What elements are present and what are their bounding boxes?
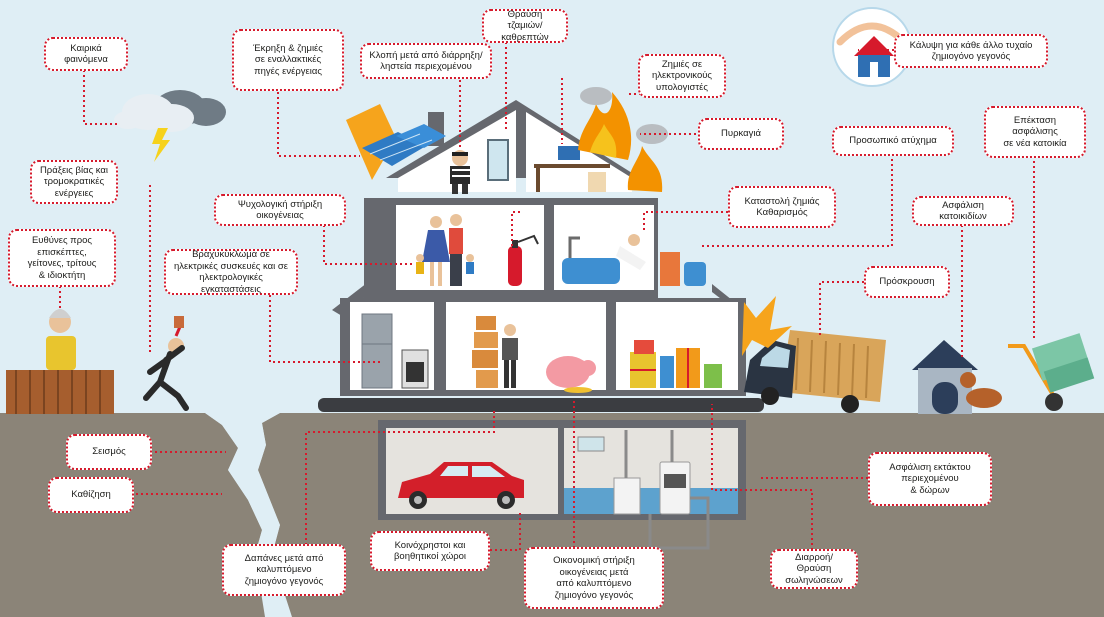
bathroom: [562, 234, 706, 286]
label-glass-breakage: Θραύση τζαμιών/ καθρεπτών: [482, 9, 568, 43]
running-man: [143, 316, 189, 411]
label-earthquake: Σεισμός: [66, 434, 152, 470]
piggy-bank: [546, 356, 596, 393]
label-expenses: Δαπάνες μετά από καλυπτόμενο ζημιογόνο γ…: [222, 544, 346, 596]
red-car: [398, 462, 524, 509]
storm-cloud: [114, 90, 226, 162]
dog-house: [912, 340, 1002, 414]
label-liability: Ευθύνες προς επισκέπτες, γείτονες, τρίτο…: [8, 229, 116, 287]
label-valuables: Ασφάλιση εκτάκτου περιεχομένου & δώρων: [868, 452, 992, 506]
label-damage-cleanup: Καταστολή ζημιάς Καθαρισμός: [728, 186, 836, 228]
label-theft: Κλοπή μετά από διάρρηξη/ ληστεία περιεχο…: [360, 43, 492, 79]
hand-truck: [1008, 333, 1095, 411]
gifts: [630, 340, 722, 388]
boxes: [472, 316, 518, 388]
family: [416, 214, 474, 286]
fire-extinguisher: [508, 234, 539, 286]
thief: [450, 150, 472, 194]
fire-flames: [578, 87, 668, 192]
label-computer-damage: Ζημιές σε ηλεκτρονικούς υπολογιστές: [638, 54, 726, 98]
connectors: [59, 42, 1035, 551]
solar-panel: [346, 104, 446, 180]
label-short-circuit: Βραχυκύκλωμα σε ηλεκτρικές συσκευές και …: [164, 249, 298, 295]
truck: [742, 296, 886, 413]
label-subsidence: Καθίζηση: [48, 477, 134, 513]
computer-desk: [534, 146, 610, 192]
label-other-cover: Κάλυψη για κάθε άλλο τυχαίο ζημιογόνο γε…: [894, 34, 1048, 68]
label-common-areas: Κοινόχρηστοι και βοηθητικοί χώροι: [370, 531, 490, 571]
label-financial-support: Οικονομική στήριξη οικογένειας μετά από …: [524, 547, 664, 609]
label-alt-energy-explosion: Έκρηξη & ζημιές σε εναλλακτικές πηγές εν…: [232, 29, 344, 91]
label-collision: Πρόσκρουση: [864, 266, 950, 298]
label-psych-support: Ψυχολογική στήριξη οικογένειας: [214, 194, 346, 226]
label-new-home: Επέκταση ασφάλισης σε νέα κατοικία: [984, 106, 1086, 158]
label-fire: Πυρκαγιά: [698, 118, 784, 150]
label-pipe-leak: Διαρροή/ Θραύση σωληνώσεων: [770, 549, 858, 589]
label-pet-insurance: Ασφάλιση κατοικιδίων: [912, 196, 1014, 226]
boiler: [613, 430, 710, 550]
fence: [6, 309, 114, 414]
basement: [378, 420, 746, 520]
window: [487, 139, 509, 181]
label-violence-terrorism: Πράξεις βίας και τρομοκρατικές ενέργειες: [30, 160, 118, 204]
label-personal-accident: Προσωπικό ατύχημα: [832, 126, 954, 156]
label-weather: Καιρικά φαινόμενα: [44, 37, 128, 71]
kitchen: [361, 313, 429, 389]
